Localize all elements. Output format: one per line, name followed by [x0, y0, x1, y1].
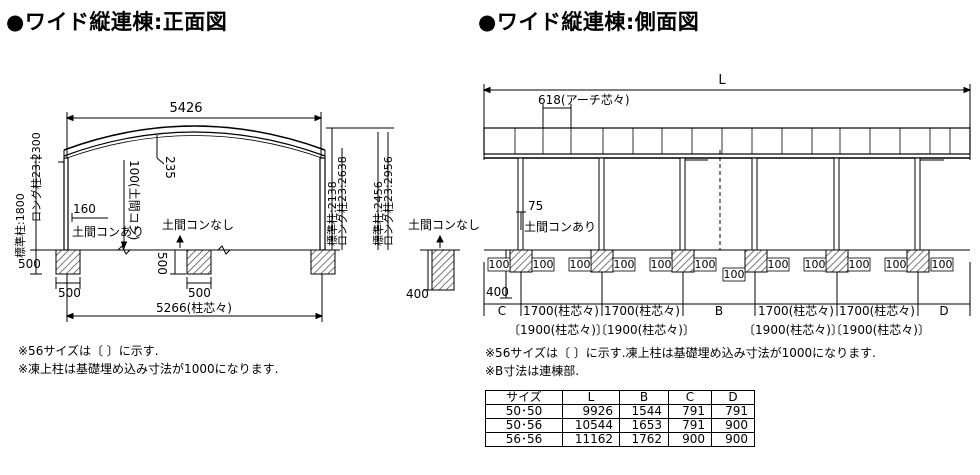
tag-100: 100 [489, 258, 510, 271]
front-left-vertical-long: ロング柱23:2300 [29, 132, 43, 222]
tag-100: 100 [695, 258, 716, 271]
bracket-1900-d: 〔1900(柱芯々)〕 [830, 322, 930, 337]
table-header-cell: D [711, 390, 755, 405]
tag-100: 100 [932, 258, 953, 271]
tag-100: 100 [768, 258, 789, 271]
front-dim-100: 100(土間コン) [127, 160, 141, 240]
front-note-1: ※56サイズは〔 〕に示す. [18, 344, 159, 358]
tag-100: 100 [533, 258, 554, 271]
front-view [30, 112, 394, 322]
table-cell: 900 [668, 432, 712, 447]
table-cell: 791 [668, 418, 712, 433]
table-row: 50･50 9926 1544 791 791 [485, 404, 755, 419]
dimension-table: サイズ L B C D 50･50 9926 1544 791 791 50･5… [485, 390, 755, 447]
seg-1700-c: 1700(柱芯々) [758, 303, 834, 318]
tag-100: 100 [805, 258, 826, 271]
tag-100: 100 [614, 258, 635, 271]
foundation-section [420, 234, 460, 291]
side-dim-400-left: 400 [406, 287, 429, 301]
front-view-title: ●ワイド縦連棟:正面図 [6, 10, 228, 34]
front-dim-235: 235 [163, 156, 177, 179]
front-right-v2: ロング柱23:2638 [335, 156, 349, 246]
front-right-v4: ロング柱23:2956 [381, 156, 395, 246]
seg-C: C [498, 304, 506, 318]
seg-1700-a: 1700(柱芯々) [523, 303, 599, 318]
side-dim-75: 75 [528, 199, 543, 213]
side-100-tags: 100 100 100 100 100 100 100 100 100 100 … [487, 257, 954, 282]
front-doma-nashi: 土間コンなし [162, 218, 234, 232]
table-row: 50･56 10544 1653 791 900 [485, 418, 755, 433]
table-cell: 11162 [562, 432, 620, 447]
side-dim-400: 400 [486, 285, 509, 299]
tag-100: 100 [724, 268, 745, 281]
tag-100: 100 [651, 258, 672, 271]
front-right-v3: 標準柱:2456 [371, 181, 385, 246]
table-cell: 10544 [562, 418, 620, 433]
side-doma-nashi: 土間コンなし [408, 218, 480, 232]
seg-1700-d: 1700(柱芯々) [839, 303, 915, 318]
seg-1700-b: 1700(柱芯々) [604, 303, 680, 318]
table-cell: 900 [711, 418, 755, 433]
side-note-1: ※56サイズは〔 〕に示す.凍上柱は基礎埋め込み寸法が1000になります. [485, 346, 876, 360]
table-cell: 56･56 [485, 432, 563, 447]
table-cell: 1653 [619, 418, 669, 433]
tag-100: 100 [886, 258, 907, 271]
front-left-vertical: 標準柱:1800 [13, 193, 27, 258]
table-cell: 50･56 [485, 418, 563, 433]
front-dim-500-bottom-mid: 500 [188, 286, 211, 300]
table-header-cell: L [562, 390, 620, 405]
side-note-2: ※B寸法は連棟部. [485, 364, 580, 378]
tag-100: 100 [849, 258, 870, 271]
table-cell: 1762 [619, 432, 669, 447]
front-dim-top: 5426 [169, 101, 202, 116]
side-doma-ari: 土間コンあり [524, 220, 596, 234]
side-dim-L: L [718, 73, 726, 88]
table-cell: 791 [711, 404, 755, 419]
table-header-cell: サイズ [485, 390, 563, 405]
table-row: 56･56 11162 1762 900 900 [485, 432, 755, 447]
table-header-row: サイズ L B C D [485, 390, 755, 405]
front-doma-ari: 土間コンあり [72, 225, 144, 239]
table-header-cell: C [668, 390, 712, 405]
table-cell: 900 [711, 432, 755, 447]
bracket-1900-c: 〔1900(柱芯々)〕 [743, 322, 843, 337]
seg-D: D [939, 304, 948, 318]
table-cell: 9926 [562, 404, 620, 419]
front-right-v1: 標準柱:2138 [325, 181, 339, 246]
front-dim-500-mid: 500 [155, 252, 169, 275]
table-cell: 50･50 [485, 404, 563, 419]
tag-100: 100 [570, 258, 591, 271]
front-dim-500-left: 500 [18, 257, 41, 271]
front-note-2: ※凍上柱は基礎埋め込み寸法が1000になります. [18, 362, 279, 376]
seg-B: B [715, 304, 723, 318]
bracket-1900-b: 〔1900(柱芯々)〕 [595, 322, 695, 337]
front-dim-bottom: 5266(柱芯々) [156, 300, 232, 315]
side-view [482, 84, 972, 316]
side-view-title: ●ワイド縦連棟:側面図 [478, 10, 700, 34]
side-dim-arch: 618(アーチ芯々) [538, 93, 630, 107]
bracket-1900-a: 〔1900(柱芯々)〕 [508, 322, 608, 337]
table-header-cell: B [619, 390, 669, 405]
table-cell: 791 [668, 404, 712, 419]
front-dim-500-bottom-left: 500 [58, 286, 81, 300]
table-cell: 1544 [619, 404, 669, 419]
front-dim-160: 160 [73, 202, 96, 216]
